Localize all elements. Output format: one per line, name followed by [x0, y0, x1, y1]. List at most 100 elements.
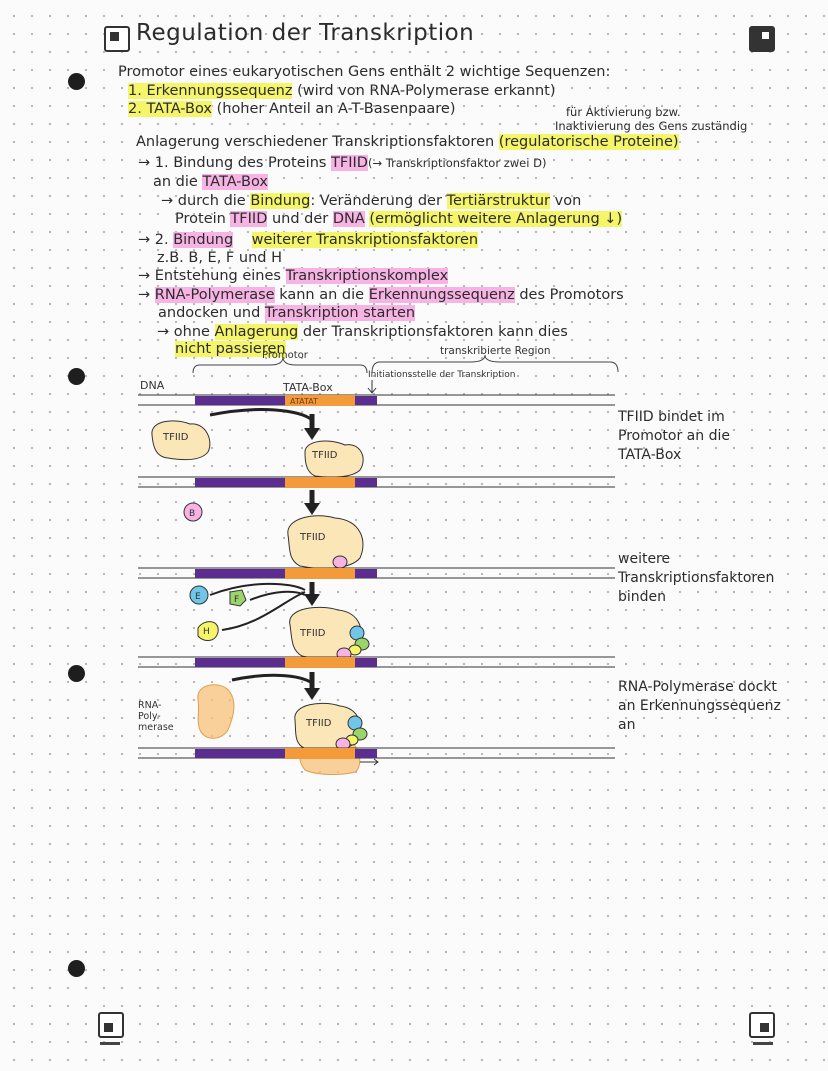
factor-b-bound	[332, 555, 348, 569]
highlight-tertiaerstruktur: Tertiärstruktur	[446, 193, 551, 209]
arrow-curve-4	[231, 673, 313, 685]
arrow-head-2	[304, 503, 320, 515]
dna-strand-3	[138, 567, 615, 579]
tfiid-label-3: TFIID	[299, 532, 326, 543]
tfiid-protein-3	[287, 515, 364, 569]
side-note-line2: Inaktivierung des Gens zuständig	[555, 119, 748, 133]
highlight-dna: DNA	[332, 211, 365, 227]
promotor-brace	[192, 356, 368, 374]
step-1-detail-2: Protein TFIID und der DNA (ermöglicht we…	[175, 211, 623, 227]
corner-marker-icon	[104, 26, 130, 52]
detail-text-2: : Veränderung der	[310, 193, 442, 209]
tfiid-protein-free	[151, 420, 211, 461]
dna-strand-2	[138, 476, 615, 488]
highlight-weitere-anlagerung: (ermöglicht weitere Anlagerung ↓)	[369, 211, 623, 227]
highlight-bindung-2: Bindung	[173, 232, 234, 248]
dna-strand-4	[138, 656, 615, 668]
step-3-line: → Entstehung eines Transkriptionskomplex	[138, 268, 449, 284]
step-4-line: → RNA-Polymerase kann an die Erkennungss…	[138, 287, 624, 303]
arrow-curve-1	[209, 408, 313, 422]
tfiid-label-1: TFIID	[162, 432, 189, 443]
intro-item-2: 2. TATA-Box (hoher Anteil an A-T-Basenpa…	[128, 101, 456, 117]
step-4-arrow: →	[138, 287, 151, 303]
binder-hole	[68, 665, 85, 682]
highlight-weiterer-tf: weiterer Transkriptionsfaktoren	[251, 232, 479, 248]
step-4-text-2: des Promotors	[519, 287, 624, 303]
corner-marker-icon	[749, 1012, 775, 1045]
step-4-line-2: andocken und Transkription starten	[158, 305, 416, 321]
corner-marker-icon	[749, 26, 775, 52]
highlight-tfiid: TFIID	[331, 155, 368, 171]
initiation-arrow-icon	[367, 380, 377, 394]
highlight-anlagerung: Anlagerung	[214, 324, 299, 340]
binder-hole	[68, 368, 85, 385]
binder-hole	[68, 960, 85, 977]
factor-e-label: E	[195, 592, 201, 602]
note-step-2: weitere Transkriptionsfaktoren binden	[618, 551, 775, 605]
step-1-detail: → durch die Bindung: Veränderung der Ter…	[161, 193, 581, 209]
step-3-text: → Entstehung eines	[138, 268, 281, 284]
step-4-text-3: andocken und	[158, 305, 261, 321]
detail-text: → durch die	[161, 193, 246, 209]
note-step-3: RNA-Polymerase dockt an Erkennungssequen…	[618, 679, 781, 733]
step-4-text: kann an die	[279, 287, 365, 303]
step-5-line: → ohne Anlagerung der Transkriptionsfakt…	[157, 324, 568, 340]
detail-text-3: von	[554, 193, 582, 209]
dna-strand-5	[138, 747, 615, 759]
detail-text-5: und der	[271, 211, 329, 227]
corner-marker-icon	[98, 1012, 124, 1045]
factor-f	[229, 589, 247, 607]
rna-pol-label: RNA-Poly-merase	[138, 700, 174, 733]
intro-item-2-rest: (hoher Anteil an A-T-Basenpaare)	[216, 101, 456, 117]
page-title: Regulation der Transkription	[136, 20, 475, 46]
factor-b	[183, 502, 203, 522]
label-dna: DNA	[140, 379, 165, 392]
arrow-e	[209, 582, 306, 596]
note-step-1: TFIID bindet im Promotor an die TATA-Box	[618, 409, 730, 463]
highlight-bindung: Bindung	[250, 193, 311, 209]
factor-h	[197, 621, 219, 641]
step-1-text-2: an die	[153, 174, 198, 190]
tata-sequence: ATATAT	[290, 397, 318, 406]
highlight-rna-polymerase: RNA-Polymerase	[154, 287, 275, 303]
highlight-tata-box-2: TATA-Box	[202, 174, 268, 190]
arrow-head-4	[304, 688, 320, 700]
step-2-line: → 2. Bindung weiterer Transkriptionsfakt…	[138, 232, 479, 248]
step-1-line-2: an die TATA-Box	[153, 174, 268, 190]
label-transcribed-region: transkribierte Region	[440, 345, 551, 357]
tfiid-label-5: TFIID	[305, 718, 332, 729]
label-tata-box: TATA-Box	[282, 381, 333, 394]
factor-f-label: F	[234, 595, 239, 605]
factor-b-label: B	[189, 509, 195, 519]
highlight-regulatorische-proteine: (regulatorische Proteine)	[498, 134, 679, 150]
factor-e	[189, 585, 209, 605]
transcribed-region-brace	[371, 354, 619, 374]
step-2-example: z.B. B, E, F und H	[157, 250, 282, 266]
tfiid-label-2: TFIID	[311, 450, 338, 461]
highlight-transkription-starten: Transkription starten	[264, 305, 416, 321]
binder-hole	[68, 73, 85, 90]
intro-item-1: 1. Erkennungssequenz (wird von RNA-Polym…	[128, 83, 555, 99]
arrow-head-3	[304, 594, 320, 606]
step-5-line-2: nicht passieren	[175, 341, 286, 357]
step-1-note: (→ Transkriptionsfaktor zwei D)	[367, 156, 547, 170]
tfiid-protein-bound	[304, 440, 364, 478]
step-5-text-2: der Transkriptionsfaktoren kann dies	[302, 324, 568, 340]
rna-polymerase-free	[197, 684, 235, 739]
step-1-text: → 1. Bindung des Proteins	[138, 155, 327, 171]
step-2-text: → 2.	[138, 232, 169, 248]
label-promotor: Promotor	[262, 350, 309, 361]
transcription-direction-arrow-icon	[360, 758, 379, 766]
arrow-head-1	[304, 428, 320, 440]
step-1-line: → 1. Bindung des Proteins TFIID(→ Transk…	[138, 155, 546, 171]
section-heading-text: Anlagerung verschiedener Transkriptionsf…	[136, 134, 495, 150]
dna-strand-1: ATATAT	[138, 394, 615, 406]
intro-line: Promotor eines eukaryotischen Gens enthä…	[118, 64, 611, 80]
step-5-text: → ohne	[157, 324, 210, 340]
highlight-tata-box: 2. TATA-Box	[128, 101, 212, 117]
intro-item-1-rest: (wird von RNA-Polymerase erkannt)	[297, 83, 556, 99]
factor-h-label: H	[203, 627, 210, 637]
highlight-erkennungssequenz: 1. Erkennungssequenz	[128, 83, 293, 99]
